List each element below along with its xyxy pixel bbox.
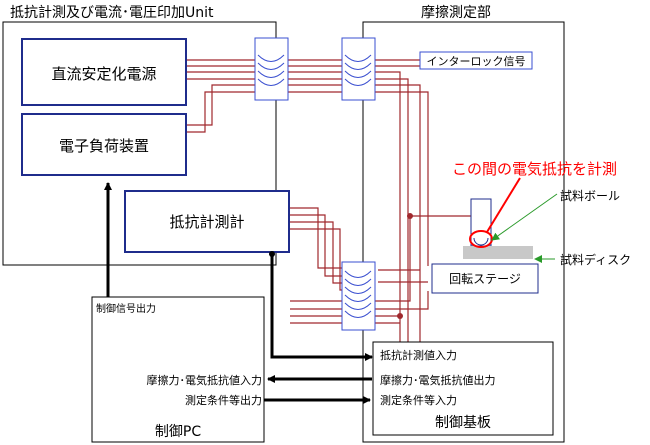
load-box [21, 113, 187, 176]
board-condition-in: 測定条件等入力 [380, 393, 457, 407]
unit-left-box [2, 21, 277, 266]
power-supply-box [21, 38, 187, 106]
pc-friction-in: 摩擦力･電気抵抗値入力 [147, 373, 263, 387]
interlock-box [419, 51, 533, 70]
load-label: 電子負荷装置 [59, 137, 149, 155]
signal-arrows [104, 182, 373, 404]
disk-shape [463, 246, 533, 259]
stage-label: 回転ステージ [449, 272, 521, 286]
unit-left-title: 抵抗計測及び電流･電圧印加Unit [10, 5, 214, 21]
interlock-label: インターロック信号 [427, 55, 526, 68]
power-supply-label: 直流安定化電源 [51, 65, 156, 83]
junction-dots [397, 213, 413, 319]
connector-top-left [254, 37, 289, 101]
board-box [372, 341, 554, 436]
board-title: 制御基板 [435, 414, 491, 431]
unit-right-title: 摩擦測定部 [421, 4, 491, 21]
ohmmeter-box [124, 190, 290, 253]
pc-signal-out: 制御信号出力 [96, 302, 156, 315]
pc-box [91, 296, 265, 443]
disk-label: 試料ディスク [560, 252, 631, 267]
pc-condition-out: 測定条件等出力 [185, 393, 262, 407]
board-ohm-in: 抵抗計測値入力 [380, 348, 457, 362]
unit-right-box [362, 21, 565, 443]
ohmmeter-label: 抵抗計測計 [169, 213, 244, 231]
annotation-arrow [486, 177, 521, 233]
ball-shape [473, 237, 489, 246]
connector-bottom [341, 261, 376, 331]
board-friction-out: 摩擦力･電気抵抗値出力 [380, 373, 496, 387]
ohmmeter-output-dot [269, 251, 275, 257]
ball-pointer [491, 193, 558, 241]
ball-label: 試料ボール [560, 188, 620, 203]
annotation-text: この間の電気抵抗を計測 [452, 160, 617, 178]
connector-top-right [341, 37, 376, 101]
pc-title: 制御PC [155, 424, 201, 440]
stage-box [431, 263, 539, 294]
